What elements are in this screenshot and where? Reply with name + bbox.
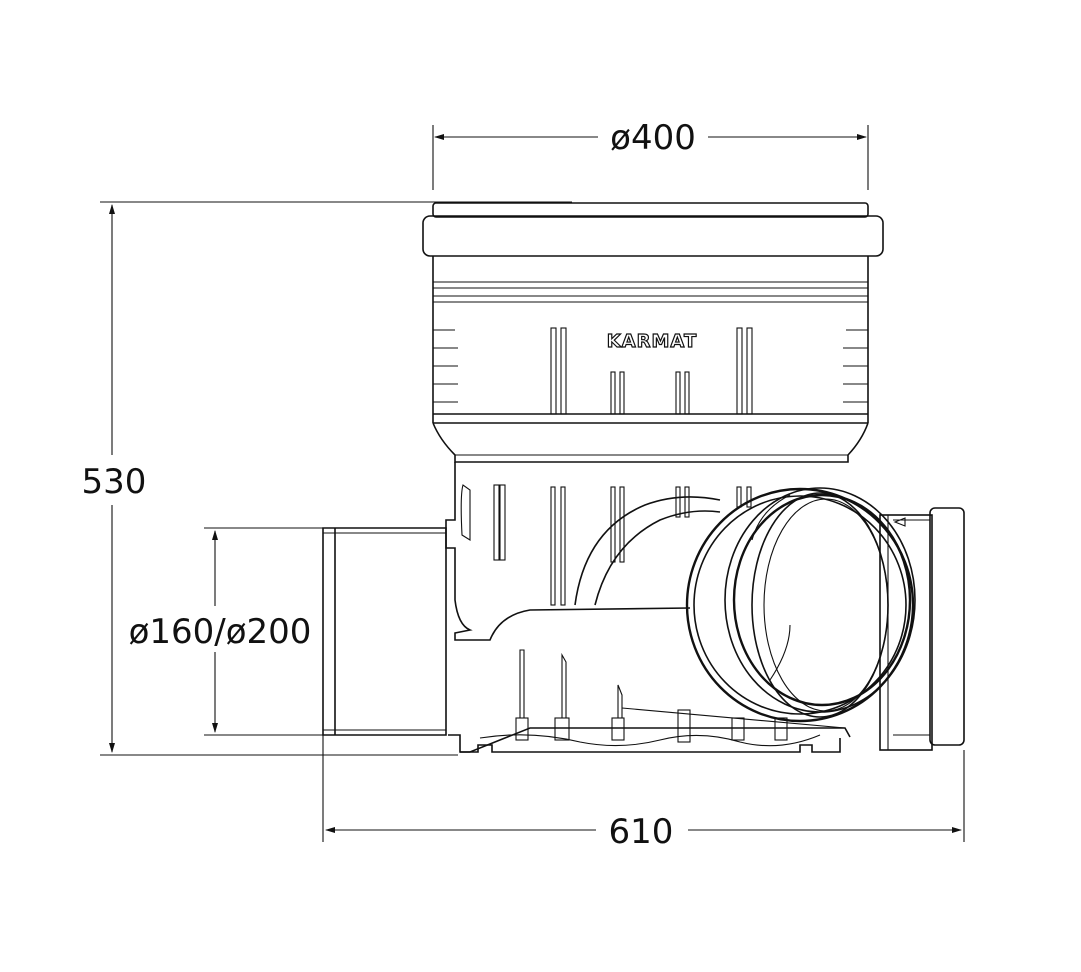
dim-side-inlet: ø160/ø200: [129, 527, 335, 736]
pipe-ring: [685, 487, 916, 723]
dim-side-inlet-label: ø160/ø200: [129, 612, 312, 652]
dim-width-label: 610: [609, 812, 674, 852]
dim-top-diameter: ø400: [432, 118, 869, 190]
logo-text: KARMAT: [607, 331, 697, 352]
dim-top-diameter-label: ø400: [610, 118, 696, 158]
outlet-socket: [879, 507, 965, 751]
side-inlet-pipe: [322, 527, 447, 736]
dim-width: 610: [322, 735, 965, 852]
chamber-body: [422, 202, 884, 753]
dim-height-label: 530: [82, 462, 147, 502]
dim-height: 530: [82, 201, 572, 756]
